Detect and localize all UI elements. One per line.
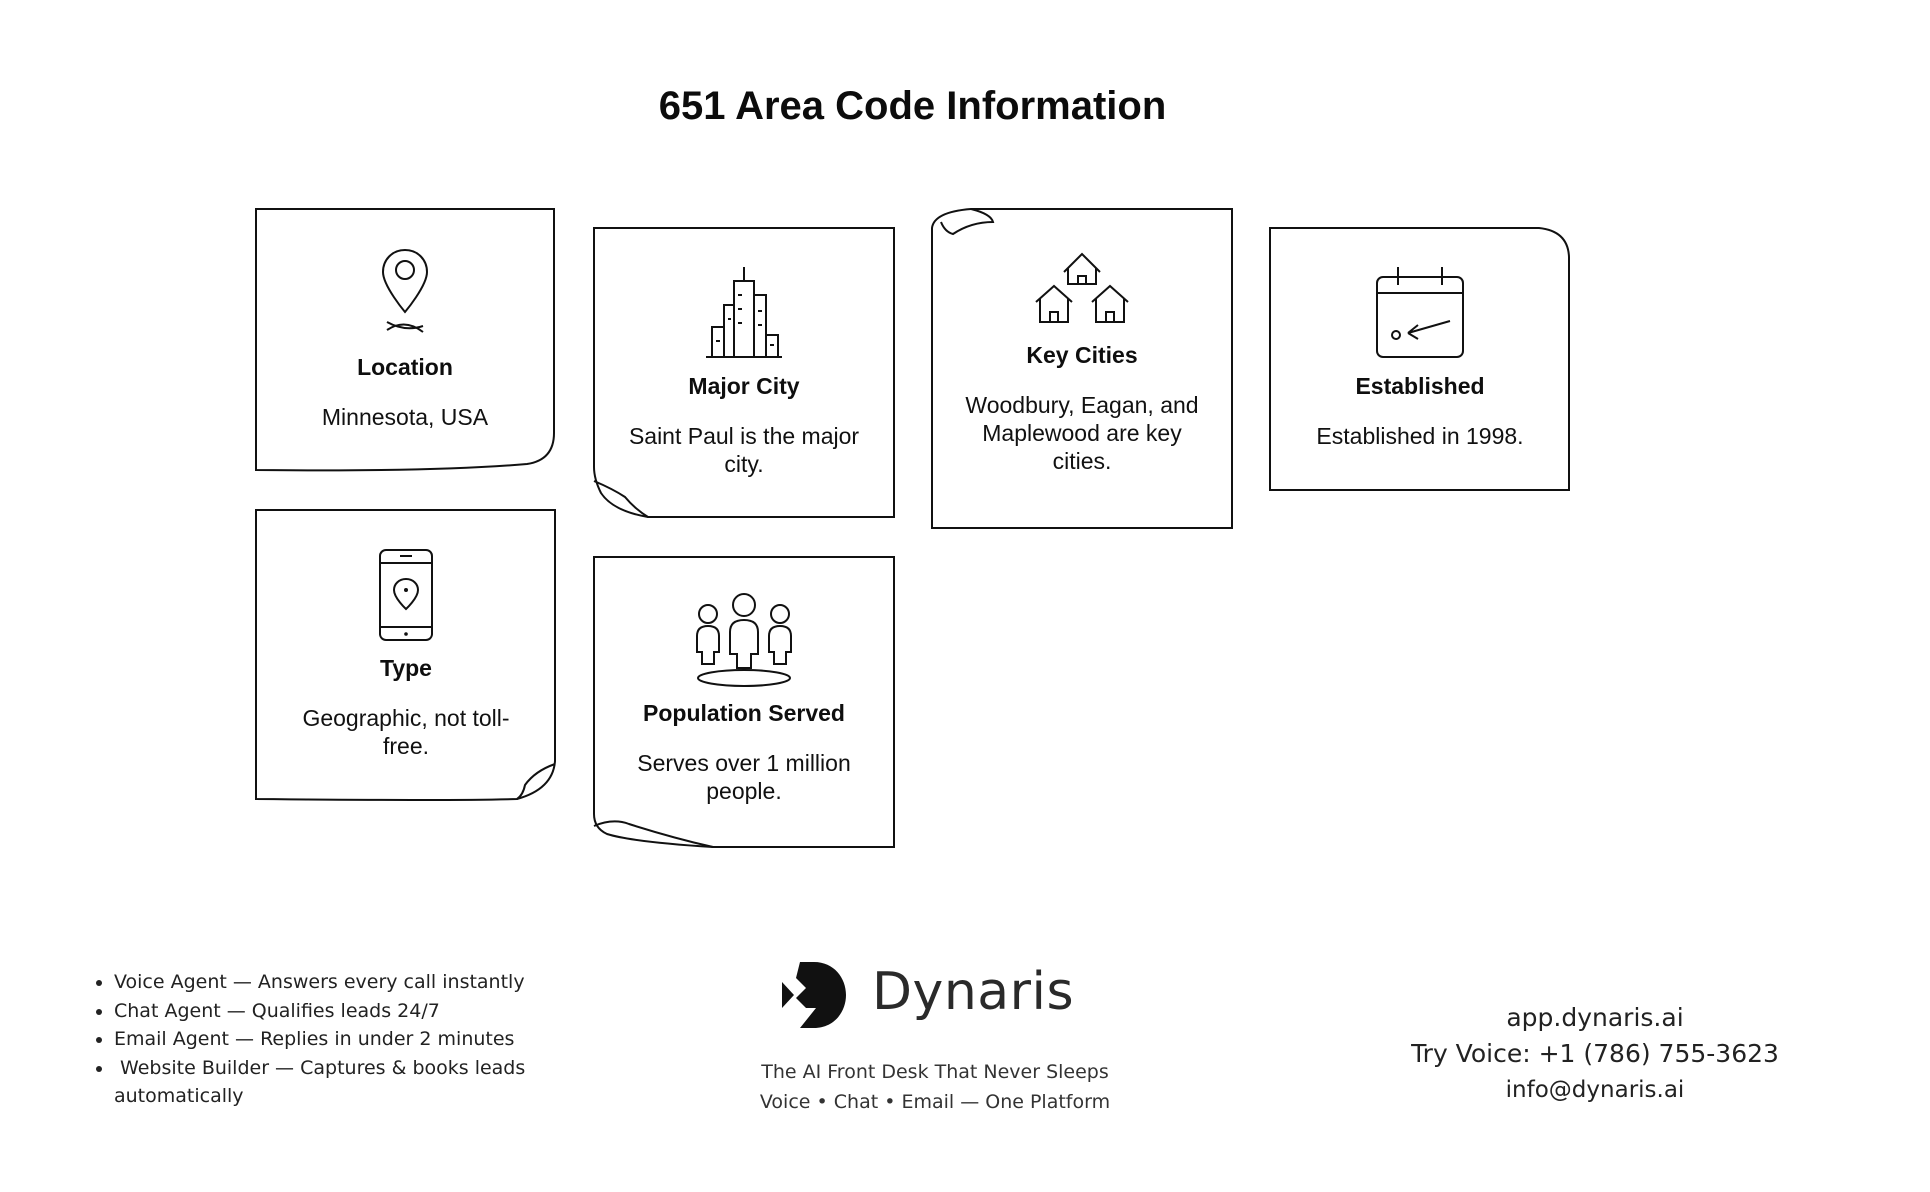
card-text: Geographic, not toll-free. [302, 705, 510, 759]
card-key-cities: Key Cities Woodbury, Eagan, and Maplewoo… [931, 208, 1233, 529]
card-location: Location Minnesota, USA [255, 208, 555, 472]
brand-logo: Dynaris [780, 960, 1080, 1040]
card-text: Serves over 1 million people. [637, 750, 851, 804]
card-text: Established in 1998. [1316, 423, 1524, 449]
list-item: Chat Agent — Qualifies leads 24/7 [114, 997, 584, 1026]
card-frame [593, 227, 895, 518]
card-frame [1269, 227, 1570, 491]
card-population: Population Served Serves over 1 million … [593, 556, 895, 848]
contact-info: app.dynaris.ai Try Voice: +1 (786) 755-3… [1395, 1000, 1795, 1108]
email-link[interactable]: info@dynaris.ai [1505, 1077, 1685, 1103]
card-title: Location [357, 354, 453, 380]
city-skyline-icon [706, 267, 782, 358]
card-text: Saint Paul is the major city. [628, 423, 860, 477]
card-title: Established [1355, 373, 1485, 399]
tagline: The AI Front Desk That Never Sleeps Voic… [735, 1057, 1135, 1117]
list-item: Website Builder — Captures & books leads… [114, 1054, 584, 1111]
page-title: 651 Area Code Information [658, 84, 1167, 128]
houses-icon [1035, 252, 1129, 323]
card-text: Minnesota, USA [321, 404, 489, 430]
list-item: Voice Agent — Answers every call instant… [114, 968, 584, 997]
phone-number[interactable]: Try Voice: +1 (786) 755-3623 [1411, 1039, 1779, 1068]
card-frame [931, 208, 1233, 529]
list-item: Email Agent — Replies in under 2 minutes [114, 1025, 584, 1054]
card-type: Type Geographic, not toll-free. [255, 509, 557, 801]
features-list: Voice Agent — Answers every call instant… [96, 968, 584, 1111]
tagline-line: The AI Front Desk That Never Sleeps [761, 1061, 1109, 1083]
tagline-line: Voice • Chat • Email — One Platform [759, 1091, 1111, 1113]
calendar-icon [1376, 267, 1464, 358]
card-major-city: Major City Saint Paul is the major city. [593, 227, 895, 518]
card-title: Population Served [643, 700, 845, 726]
card-frame [593, 556, 895, 848]
phone-location-icon [379, 549, 433, 641]
dynaris-logo-icon [782, 962, 846, 1028]
location-pin-icon [381, 248, 429, 333]
card-title: Major City [688, 373, 800, 399]
people-icon [696, 593, 792, 687]
card-established: Established Established in 1998. [1269, 227, 1571, 491]
card-title: Type [380, 655, 432, 681]
card-frame [255, 509, 556, 801]
website-link[interactable]: app.dynaris.ai [1506, 1003, 1684, 1032]
brand-name: Dynaris [872, 962, 1075, 1022]
card-frame [255, 208, 555, 472]
card-title: Key Cities [1026, 342, 1138, 368]
card-text: Woodbury, Eagan, and Maplewood are key c… [965, 392, 1199, 474]
